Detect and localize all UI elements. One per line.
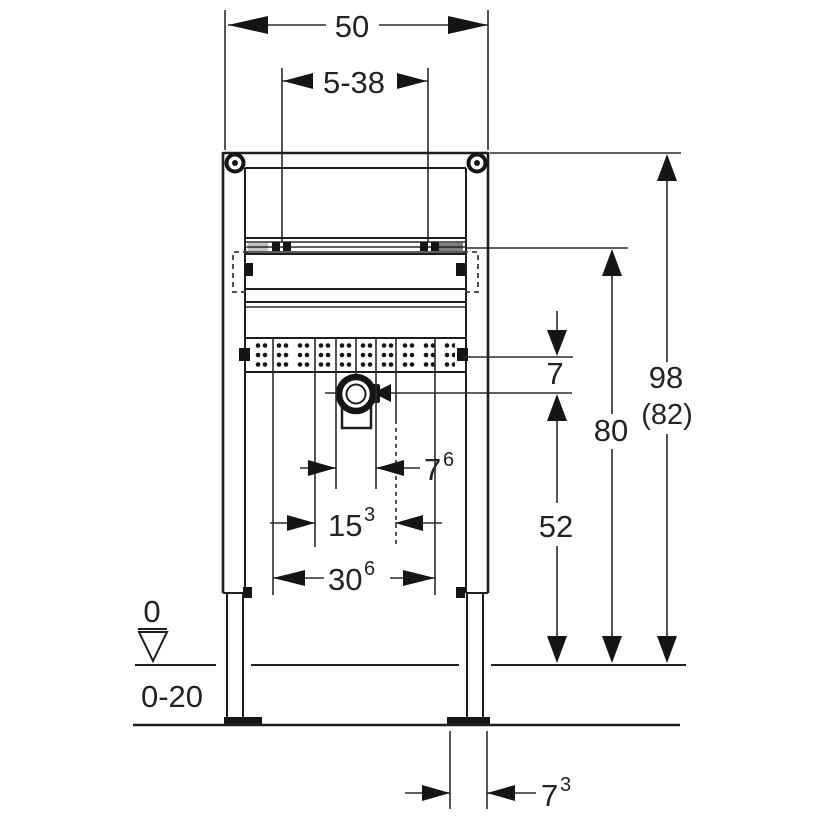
- foot-plate-right-icon: [447, 717, 490, 724]
- arrowhead-left-icon: [487, 785, 515, 801]
- dimension-hole-spacing: 15 3: [270, 504, 442, 543]
- fastening-bolt-icon: [420, 242, 428, 251]
- arrowhead-left-icon: [395, 515, 423, 531]
- arrowhead-up-icon: [657, 154, 677, 181]
- arrowhead-left-icon: [228, 16, 268, 34]
- arrowhead-left-icon: [283, 73, 313, 89]
- reference-lines-right: [462, 152, 681, 358]
- foot-plate-left-icon: [224, 717, 262, 724]
- fastening-bolt-icon: [272, 242, 280, 251]
- dimension-label-rail-span: 30: [328, 562, 362, 597]
- traverse-pin-icon: [244, 263, 253, 276]
- dimension-label-foot-width: 7: [541, 778, 558, 813]
- dimension-bolt-spacing: 7 6: [300, 449, 454, 487]
- dimension-label-rail-height: 80: [594, 413, 628, 448]
- arrowhead-up-icon: [602, 249, 622, 276]
- dimension-foot-width: 7 3: [405, 731, 571, 813]
- dimension-label-total-height-alt: (82): [641, 399, 693, 431]
- dimension-total-height: 98 (82): [641, 154, 693, 663]
- arrowhead-right-icon: [403, 570, 435, 586]
- dimension-rail-height: 80: [594, 249, 628, 663]
- frame-legs: [223, 587, 490, 724]
- arrowhead-right-icon: [422, 785, 450, 801]
- frame-outline: [221, 151, 490, 593]
- arrowhead-right-icon: [308, 460, 336, 476]
- dimension-total-width: 50: [224, 9, 489, 150]
- arrowhead-right-icon: [448, 16, 488, 34]
- drain-pipe-clamp-icon: [335, 373, 377, 415]
- leg-clip-icon: [243, 587, 252, 598]
- arrowhead-left-icon: [376, 460, 404, 476]
- arrowhead-left-icon: [273, 570, 305, 586]
- support-traverse: [232, 251, 479, 308]
- rail-bolt-right-icon: [457, 348, 468, 361]
- arrowhead-down-icon: [547, 330, 567, 356]
- fastening-bolt-icon: [431, 242, 439, 251]
- dimension-label-hole-spacing: 15: [328, 508, 362, 543]
- arrowhead-down-icon: [547, 636, 567, 663]
- dimension-drain-height: 52: [539, 394, 573, 663]
- dimension-label-foot-width-sup: 3: [560, 774, 571, 796]
- arrowhead-right-icon: [287, 515, 315, 531]
- arrowhead-left-icon: [373, 384, 391, 402]
- datum-marker: 0 0-20: [137, 594, 203, 714]
- dimension-label-drain-offset: 7: [546, 356, 563, 391]
- fastening-bolt-icon: [283, 242, 291, 251]
- dimension-fastening-range: 5-38: [281, 65, 429, 242]
- arrowhead-down-icon: [657, 636, 677, 663]
- arrowhead-up-icon: [547, 394, 567, 421]
- dimension-label-total-height: 98: [649, 360, 683, 395]
- dimension-label-fastening-range: 5-38: [323, 65, 385, 100]
- corner-screw-left-icon: [224, 152, 246, 174]
- leg-clip-icon: [456, 587, 465, 598]
- dimension-label-rail-span-sup: 6: [364, 558, 375, 580]
- dimension-label-bolt-spacing-sup: 6: [443, 449, 454, 471]
- dimension-drain-offset: 7: [546, 311, 567, 391]
- floor-lines: [133, 664, 686, 727]
- drain-assembly: [325, 338, 572, 430]
- dimension-label-drain-height: 52: [539, 509, 573, 544]
- dimension-label-total-width: 50: [335, 9, 369, 44]
- upper-fastening-rail: [245, 241, 466, 253]
- dimension-label-hole-spacing-sup: 3: [364, 504, 375, 526]
- datum-level-label: 0: [143, 594, 160, 629]
- arrowhead-down-icon: [602, 636, 622, 663]
- traverse-pin-icon: [456, 263, 465, 276]
- corner-screw-right-icon: [466, 152, 488, 174]
- arrowhead-right-icon: [397, 73, 427, 89]
- floor-adjustment-label: 0-20: [141, 679, 203, 714]
- rail-bolt-left-icon: [239, 348, 250, 361]
- dimension-rail-span: 30 6: [273, 558, 435, 597]
- datum-triangle-icon: [137, 631, 169, 664]
- dimension-label-bolt-spacing: 7: [424, 452, 441, 487]
- extension-lines-middle: [272, 338, 436, 595]
